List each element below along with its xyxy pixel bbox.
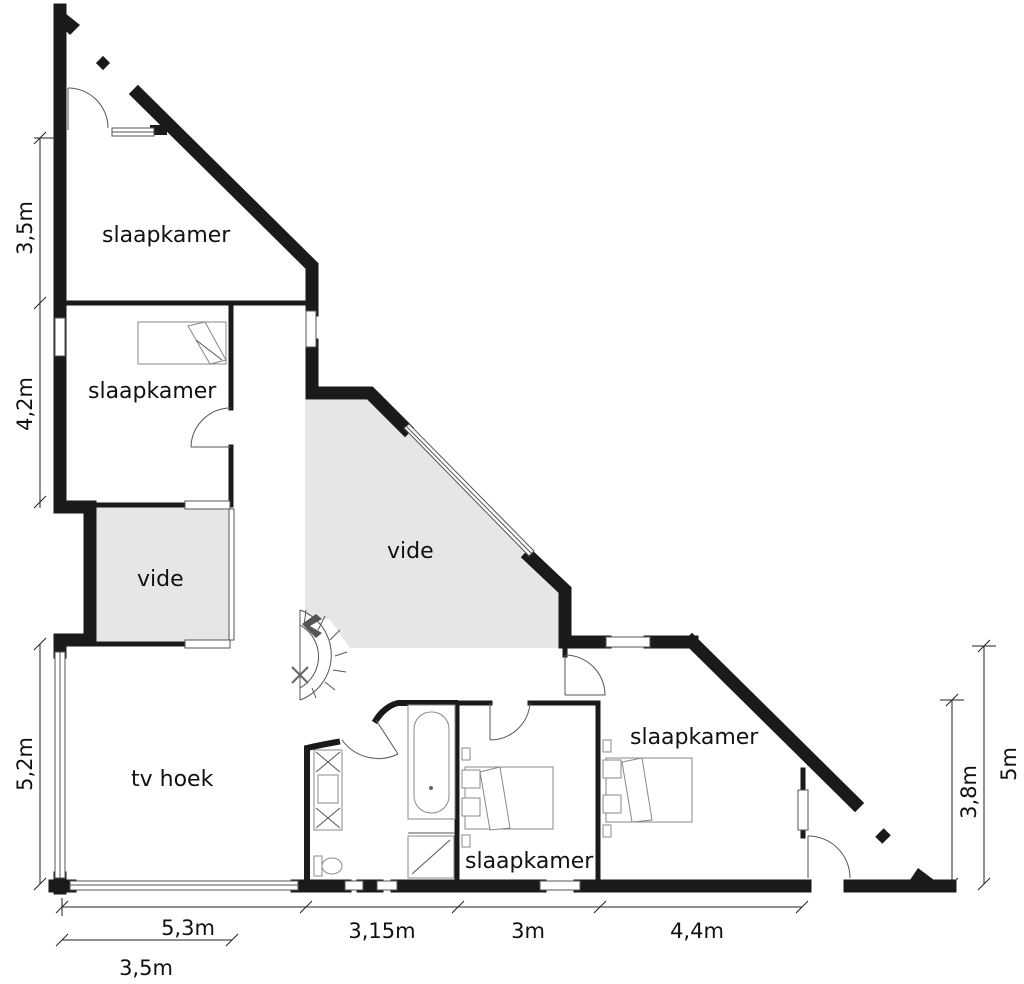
dimension-bottom-sub: 3,5m <box>119 956 173 980</box>
dimension-left-1: 3,5m <box>13 201 37 255</box>
dimension-left-3: 5,2m <box>13 737 37 791</box>
room-label-bedroom-bottom: slaapkamer <box>465 849 594 874</box>
bed-icon <box>137 321 227 365</box>
spiral-stair-icon <box>291 609 348 701</box>
dimension-left-2: 4,2m <box>13 377 37 431</box>
void-area-large <box>305 400 560 648</box>
shower-icon <box>407 832 455 879</box>
toilet-icon <box>313 855 343 877</box>
exterior-walls <box>48 3 957 895</box>
windows <box>54 127 809 891</box>
room-label-void-large: vide <box>387 539 434 564</box>
dimension-bottom-2: 3,15m <box>348 919 415 943</box>
dimension-right-2: 5m <box>997 747 1021 781</box>
sink-icon <box>313 749 343 831</box>
dimension-right-1: 3,8m <box>957 765 981 819</box>
room-label-void-small: vide <box>137 567 184 592</box>
bathtub-icon <box>407 704 456 820</box>
room-label-bedroom-top: slaapkamer <box>102 223 231 248</box>
interior-walls <box>63 300 806 883</box>
dimension-bottom-4: 4,4m <box>670 919 724 943</box>
bed-icon <box>602 739 693 838</box>
dimension-bottom-3: 3m <box>511 919 545 943</box>
void-area-small <box>96 507 231 644</box>
bed-icon <box>461 747 554 848</box>
dimension-bottom-1: 5,3m <box>161 916 215 940</box>
room-label-bedroom-second: slaapkamer <box>88 379 217 404</box>
room-label-bedroom-right: slaapkamer <box>630 725 759 750</box>
room-label-tv-corner: tv hoek <box>131 767 214 792</box>
doors <box>67 87 851 879</box>
dimension-lines <box>33 131 996 947</box>
